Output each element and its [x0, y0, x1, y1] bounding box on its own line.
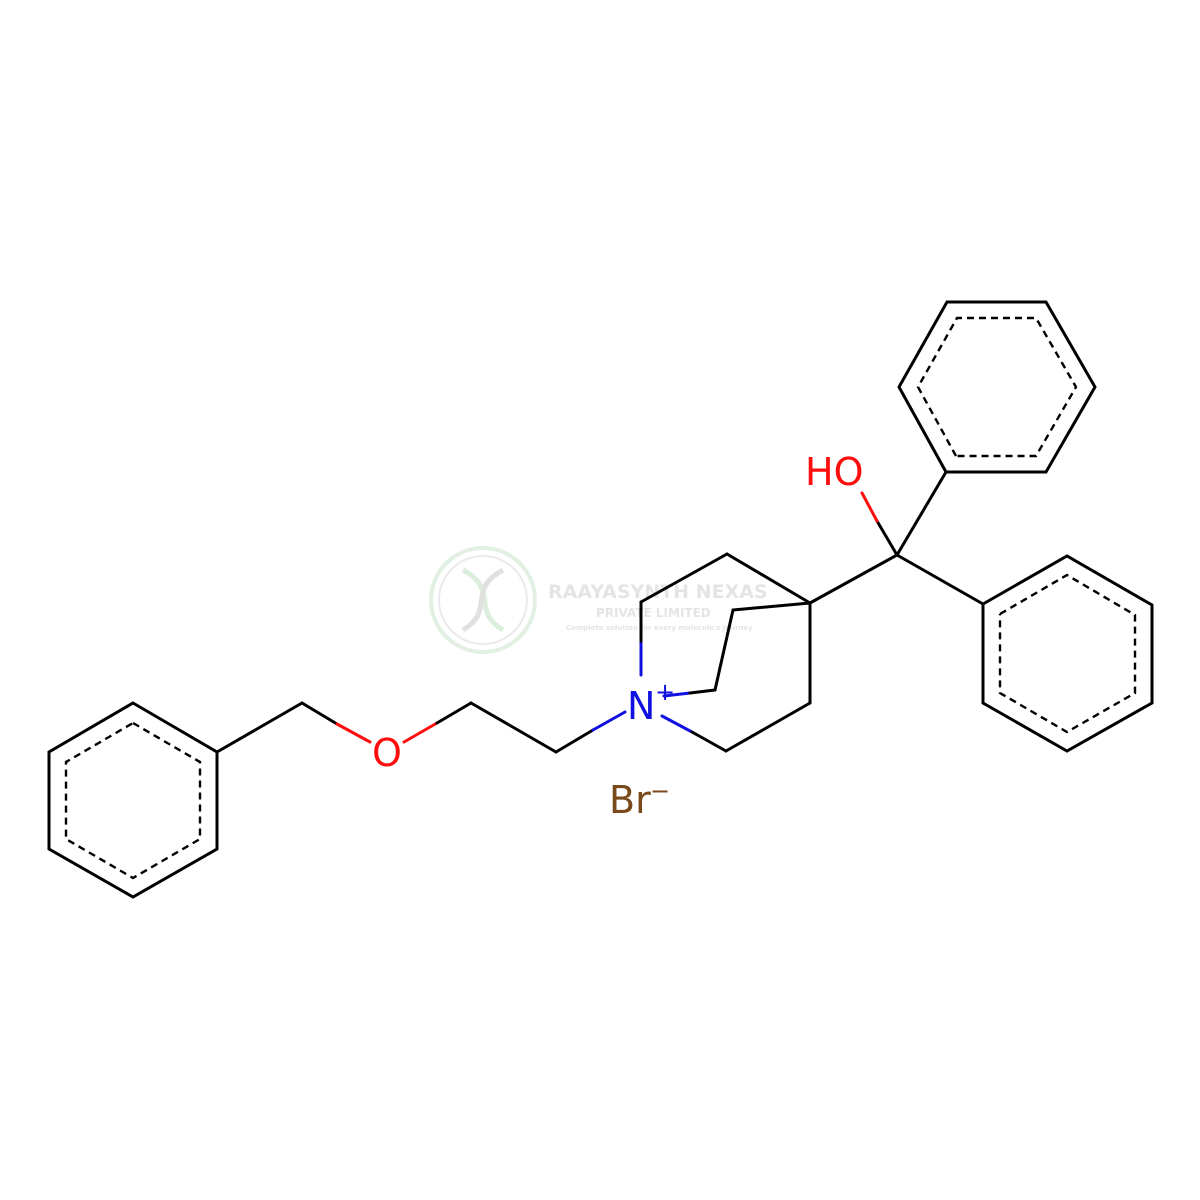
- watermark-logo: RAAYASYNTH NEXAS PRIVATE LIMITED Complet…: [429, 546, 768, 654]
- nitrogen-label: N: [627, 684, 655, 728]
- quinuclidinium-cage: [639, 552, 812, 753]
- bromide-label: Br: [609, 778, 651, 822]
- watermark-subtitle: PRIVATE LIMITED: [596, 606, 711, 620]
- lower-phenyl-ring: [981, 554, 1154, 753]
- benzyl-phenyl-ring: [47, 701, 219, 899]
- hydroxyl-label: HO: [805, 450, 863, 494]
- watermark-tagline: Complete solution for every molecule's j…: [566, 624, 753, 632]
- upper-phenyl-ring: [897, 300, 1097, 474]
- bromide-charge-label: −: [650, 777, 670, 805]
- nitrogen-charge-label: +: [655, 678, 675, 706]
- ether-oxygen-label: O: [372, 731, 402, 775]
- benzyloxyethyl-chain: [215, 701, 627, 754]
- diphenylcarbinol-group: [808, 470, 985, 606]
